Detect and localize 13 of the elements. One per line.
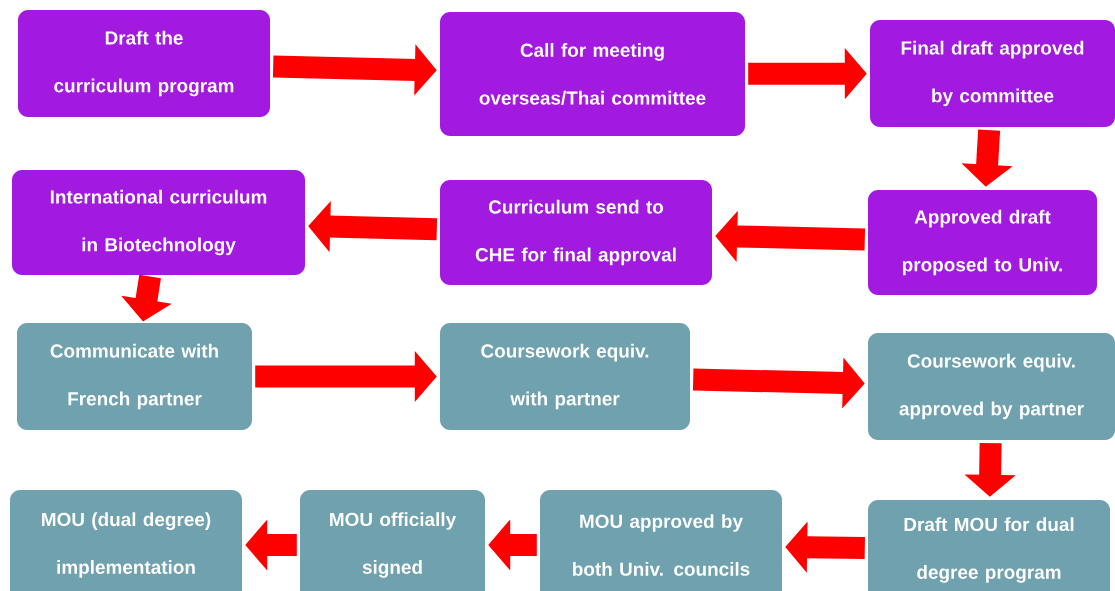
process-box: Call for meeting overseas/Thai committee <box>440 12 745 136</box>
process-box: Draft MOU for dual degree program <box>868 500 1110 591</box>
process-box: Communicate with French partner <box>17 323 252 430</box>
process-box: International curriculum in Biotechnology <box>12 170 305 275</box>
process-box: Approved draft proposed to Univ. <box>868 190 1097 295</box>
process-box: Draft the curriculum program <box>18 10 270 117</box>
process-box: Final draft approved by committee <box>870 20 1115 127</box>
process-box: MOU approved by both Univ. councils <box>540 490 782 591</box>
process-box: Curriculum send to CHE for final approval <box>440 180 712 285</box>
process-box: Coursework equiv. with partner <box>440 323 690 430</box>
process-box: MOU (dual degree) implementation <box>10 490 242 591</box>
process-box: MOU officially signed <box>300 490 485 591</box>
process-box: Coursework equiv. approved by partner <box>868 333 1115 440</box>
